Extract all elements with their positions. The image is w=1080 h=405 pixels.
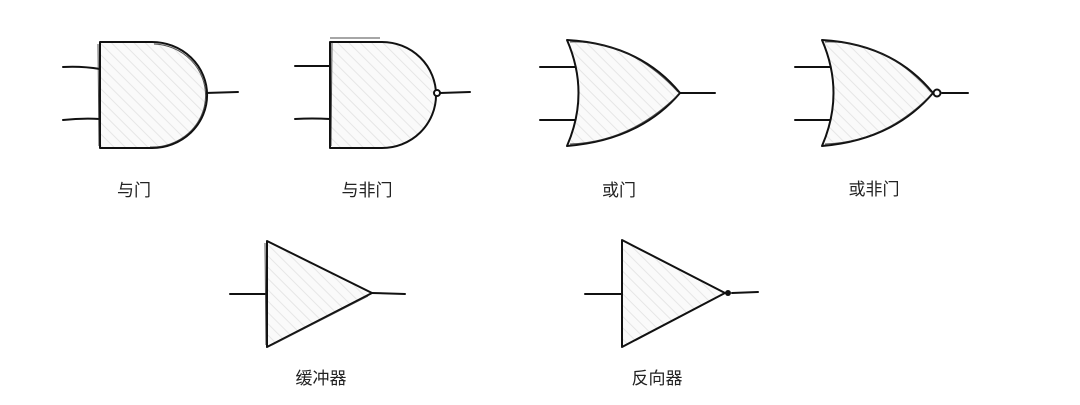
nand-gate-label: 与非门 [341, 181, 393, 201]
inversion-bubble-icon [725, 290, 731, 296]
and-gate-symbol [62, 41, 239, 149]
inverter-symbol [584, 239, 759, 348]
nand-gate-symbol [294, 37, 471, 149]
nor-gate-symbol [794, 39, 969, 147]
inversion-bubble-icon [932, 88, 942, 98]
inverter-label: 反向器 [631, 369, 683, 389]
or-gate-label: 或门 [602, 181, 636, 201]
buffer-label: 缓冲器 [295, 369, 347, 389]
or-gate-symbol [539, 39, 716, 147]
and-gate-label: 与门 [117, 181, 151, 201]
inversion-bubble-icon [433, 89, 441, 97]
nor-gate-label: 或非门 [848, 180, 900, 200]
buffer-symbol [229, 240, 406, 348]
